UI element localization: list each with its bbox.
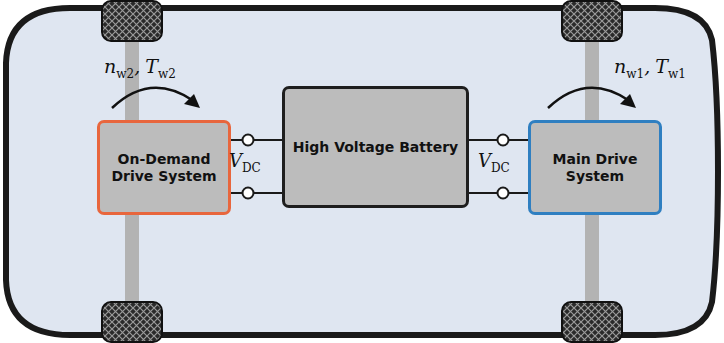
signal-label: VDC [229,150,261,171]
subscript: DC [242,161,261,175]
arrowhead [620,94,636,108]
node-title: On-Demand Drive System [100,151,228,185]
symbol: T [145,55,158,77]
symbol: , [644,55,650,77]
drive-system-box: On-Demand Drive System [97,120,231,215]
symbol: V [229,150,242,171]
battery-box: High Voltage Battery [282,86,469,208]
symbol: n [104,55,116,77]
signal-label: nw2,Tw2 [104,55,176,77]
subscript: w1 [626,67,644,81]
node-title: High Voltage Battery [293,139,458,156]
rotation-arrow [548,88,628,108]
symbol: n [614,55,626,77]
subscript: w2 [116,67,134,81]
wheel [562,1,622,41]
subscript: w1 [668,67,686,81]
rotation-arrow [112,88,192,108]
subscript: w2 [158,67,176,81]
wheel [562,302,622,342]
wheel [102,302,162,342]
symbol: V [478,150,491,171]
node-title: Main Drive System [531,151,659,185]
symbol: T [655,55,668,77]
wheel [102,1,162,41]
symbol: , [134,55,140,77]
subscript: DC [491,161,510,175]
signal-label: VDC [478,150,510,171]
dc-link [469,135,528,199]
signal-label: nw1,Tw1 [614,55,686,77]
car-body [6,8,718,335]
arrowhead [184,94,200,108]
drive-system-box: Main Drive System [528,120,662,215]
